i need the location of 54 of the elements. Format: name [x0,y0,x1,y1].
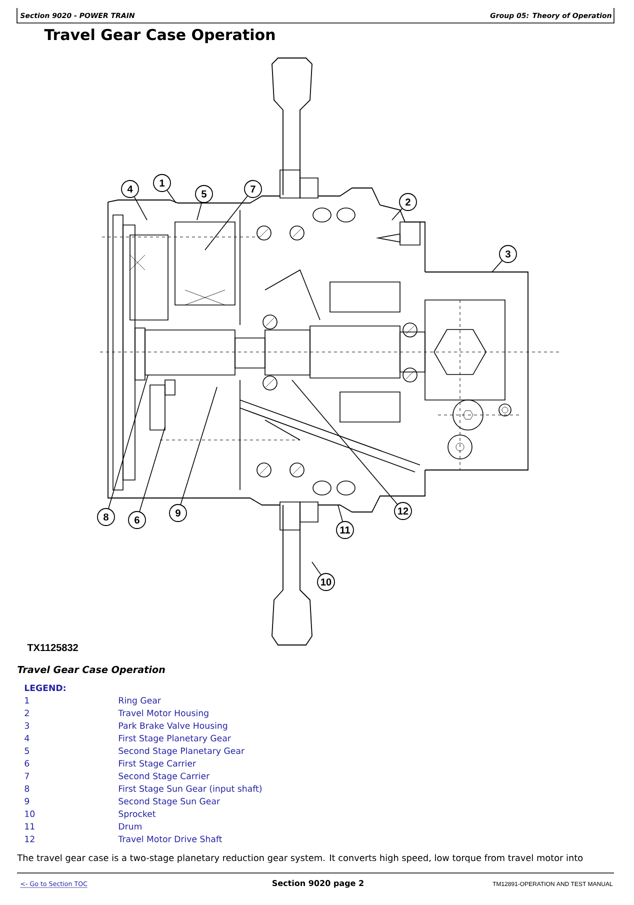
legend-entry: Second Stage Planetary Gear [118,747,245,756]
legend-number: 11 [25,823,34,830]
leader-line [492,260,502,272]
legend-entry: Second Stage Carrier [118,772,210,781]
legend-number: 10 [25,810,35,818]
legend-number: 12 [25,836,34,842]
legend-number: 9 [24,798,30,804]
legend-entry: Ring Gear [119,696,161,706]
leader-line [312,562,322,576]
legend-number: 5 [24,748,29,754]
callout-number: 8 [97,508,115,526]
callout-number: 10 [317,573,335,591]
leader-line [204,196,248,250]
leader-line [196,202,202,220]
callout-number: 1 [153,174,171,192]
legend-entry: Travel Motor Housing [118,710,208,718]
callout-number: 2 [399,193,417,211]
legend-entry: First Stage Sun Gear (input shaft) [119,785,262,794]
legend-entry: Sprocket [118,810,156,819]
leader-line [134,196,148,220]
legend-number: 2 [24,710,29,716]
callout-number: 4 [121,180,139,198]
body-paragraph: The travel gear case is a two-stage planetary reduction gear system. It converts high speed, low torque from travel motor into [17,854,583,863]
leader-line [108,374,148,509]
callout-number: 11 [336,521,354,539]
figure-caption: Travel Gear Case Operation [18,666,165,675]
leader-line [166,190,176,204]
callout-number: 3 [499,245,517,263]
legend-number: 3 [24,722,29,729]
leader-line [338,504,343,522]
legend-entry: Park Brake Valve Housing [119,722,228,730]
callout-number: 12 [394,502,412,520]
legend-entry: First Stage Carrier [119,760,196,768]
legend-number: 8 [24,785,30,792]
legend-entry: Drum [119,823,142,830]
legend-number: 1 [25,697,29,704]
callout-number: 5 [195,185,213,203]
callout-number: 7 [244,180,262,198]
legend-entry: First Stage Planetary Gear [119,734,231,744]
leader-line [180,386,218,505]
leader-line [292,380,398,505]
figure-number: TX1125832 [27,644,78,652]
page-title: Travel Gear Case Operation [44,28,275,44]
legend-number: 4 [24,735,30,742]
legend-entry: Travel Motor Drive Shaft [118,836,222,842]
page-number: Section 9020 page 2 [272,880,364,888]
legend-number: 7 [24,772,29,780]
leader-line [139,426,166,512]
callout-number: 9 [169,504,187,522]
legend-heading: LEGEND: [24,684,66,692]
legend-number: 6 [24,760,30,767]
legend-entry: Second Stage Sun Gear [118,798,220,806]
leader-line [392,208,402,220]
callout-number: 6 [128,511,146,529]
